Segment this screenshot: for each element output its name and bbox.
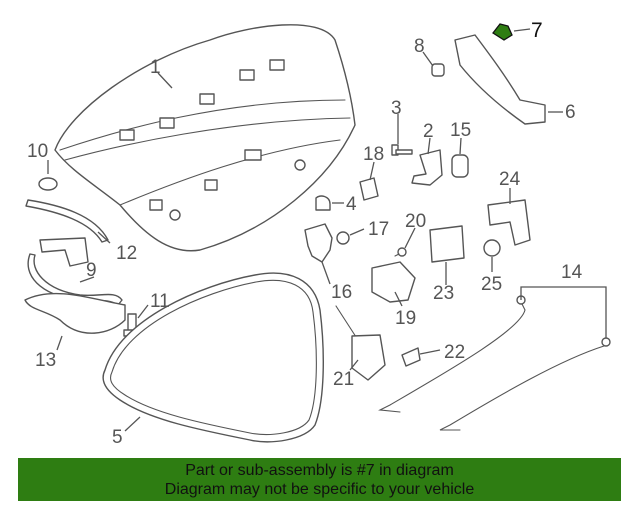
callout-6: 6 (565, 102, 576, 123)
callout-9: 9 (86, 260, 97, 281)
switch-15 (451, 154, 469, 178)
clip-22 (401, 347, 421, 367)
callout-17: 17 (368, 219, 389, 240)
control-module-23 (429, 225, 465, 263)
banner-line-1: Part or sub-assembly is #7 in diagram (185, 462, 454, 479)
trunk-lid (54, 24, 356, 252)
callout-24: 24 (499, 169, 521, 190)
callout-18: 18 (363, 144, 384, 165)
callout-23: 23 (433, 283, 454, 304)
callout-12: 12 (116, 243, 137, 264)
banner-line-2: Diagram may not be specific to your vehi… (164, 481, 475, 498)
callout-13: 13 (35, 350, 56, 371)
trim-strip-12 (25, 199, 109, 243)
weatherstrip-5 (102, 272, 324, 443)
callout-11: 11 (150, 291, 170, 312)
callout-5: 5 (112, 427, 123, 448)
callout-labels: 1 2 3 4 5 6 7 8 9 10 11 12 13 14 15 16 1… (27, 19, 583, 448)
callout-1: 1 (150, 57, 161, 78)
latch-19 (371, 261, 416, 303)
clip-18 (359, 177, 379, 201)
lock-cylinder-16 (304, 223, 333, 263)
leader-lines (47, 28, 607, 432)
info-banner: Part or sub-assembly is #7 in diagram Di… (18, 458, 621, 501)
callout-25: 25 (481, 274, 502, 295)
cap-4 (315, 195, 331, 211)
callout-7: 7 (531, 19, 543, 42)
callout-10: 10 (27, 141, 48, 162)
trim-cover-6 (454, 34, 546, 125)
grommet-8 (431, 63, 445, 77)
grommet-25 (483, 239, 501, 257)
callout-4: 4 (346, 194, 357, 215)
callout-3: 3 (391, 98, 402, 119)
callout-15: 15 (450, 120, 471, 141)
callout-14: 14 (561, 262, 583, 283)
bracket-2 (411, 149, 443, 186)
callout-20: 20 (405, 211, 426, 232)
trim-panel-13 (24, 292, 126, 334)
part-7-highlight (492, 23, 513, 41)
callout-22: 22 (444, 342, 465, 363)
screw-3 (391, 144, 413, 156)
screw-20 (394, 247, 407, 257)
bumper-10 (38, 177, 58, 191)
callout-19: 19 (395, 308, 416, 329)
sensor-24 (487, 199, 531, 246)
actuator-21 (335, 305, 386, 381)
nut-17 (336, 231, 350, 245)
callout-16: 16 (331, 282, 352, 303)
callout-8: 8 (414, 36, 425, 57)
callout-2: 2 (423, 121, 434, 142)
callout-21: 21 (333, 369, 354, 390)
